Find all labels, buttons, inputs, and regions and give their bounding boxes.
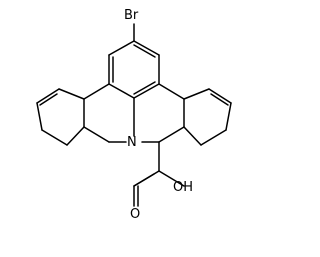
carbonyl-oxygen-label: O — [130, 207, 140, 222]
molecule-diagram: Br N OH O — [36, 8, 232, 222]
bromine-label: Br — [124, 8, 139, 23]
hydroxyl-label: OH — [173, 180, 193, 195]
bond-lines — [36, 23, 232, 207]
atom-labels: Br N OH O — [124, 8, 193, 222]
nitrogen-label: N — [127, 135, 137, 150]
